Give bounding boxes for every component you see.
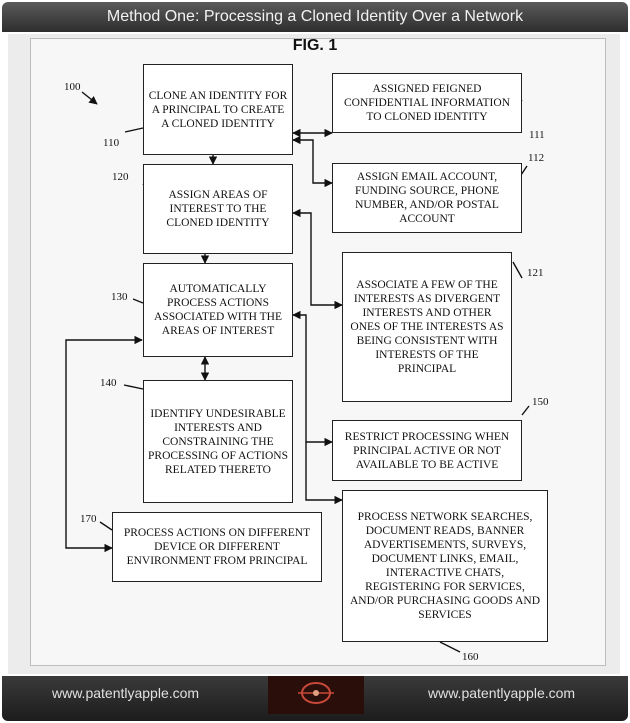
step-120-box: ASSIGN AREAS OF INTEREST TO THE CLONED I… — [143, 164, 293, 254]
leader-150 — [522, 406, 529, 415]
step-112-box: ASSIGN EMAIL ACCOUNT, FUNDING SOURCE, PH… — [332, 163, 522, 233]
ref-150: 150 — [532, 396, 549, 408]
step-111-box: ASSIGNED FEIGNED CONFIDENTIAL INFORMATIO… — [332, 73, 522, 133]
leader-110 — [125, 128, 143, 132]
leader-140 — [124, 385, 143, 389]
step-130-box: AUTOMATICALLY PROCESS ACTIONS ASSOCIATED… — [143, 263, 293, 357]
ref-170: 170 — [80, 513, 97, 525]
step-110-box: CLONE AN IDENTITY FOR A PRINCIPAL TO CRE… — [143, 64, 293, 155]
ref-140: 140 — [100, 377, 117, 389]
arrow-130-150 — [293, 315, 332, 442]
arrow-110-112 — [293, 140, 332, 183]
emblem-icon — [268, 676, 364, 714]
ref-120: 120 — [112, 171, 129, 183]
ref-110: 110 — [103, 137, 119, 149]
step-170-box: PROCESS ACTIONS ON DIFFERENT DEVICE OR D… — [112, 512, 322, 582]
leader-121 — [513, 262, 522, 278]
footer-bar: www.patentlyapple.com www.patentlyapple.… — [2, 676, 628, 721]
footer-right-link[interactable]: www.patentlyapple.com — [428, 676, 575, 710]
footer-left-link[interactable]: www.patentlyapple.com — [52, 676, 199, 710]
step-121-box: ASSOCIATE A FEW OF THE INTERESTS AS DIVE… — [342, 252, 512, 402]
step-140-box: IDENTIFY UNDESIRABLE INTERESTS AND CONST… — [143, 380, 293, 503]
ref-112: 112 — [528, 152, 544, 164]
leader-130 — [133, 299, 143, 303]
logo-emblem — [268, 676, 364, 714]
ref-111: 111 — [529, 129, 545, 141]
ref-160: 160 — [462, 651, 479, 663]
ref-100: 100 — [64, 81, 81, 93]
leader-170 — [100, 522, 112, 530]
step-160-box: PROCESS NETWORK SEARCHES, DOCUMENT READS… — [342, 490, 548, 642]
ref-130: 130 — [111, 291, 128, 303]
ref-100-arrow — [82, 92, 97, 104]
ref-121: 121 — [527, 267, 544, 279]
leader-160 — [440, 642, 460, 652]
step-150-box: RESTRICT PROCESSING WHEN PRINCIPAL ACTIV… — [332, 420, 522, 481]
